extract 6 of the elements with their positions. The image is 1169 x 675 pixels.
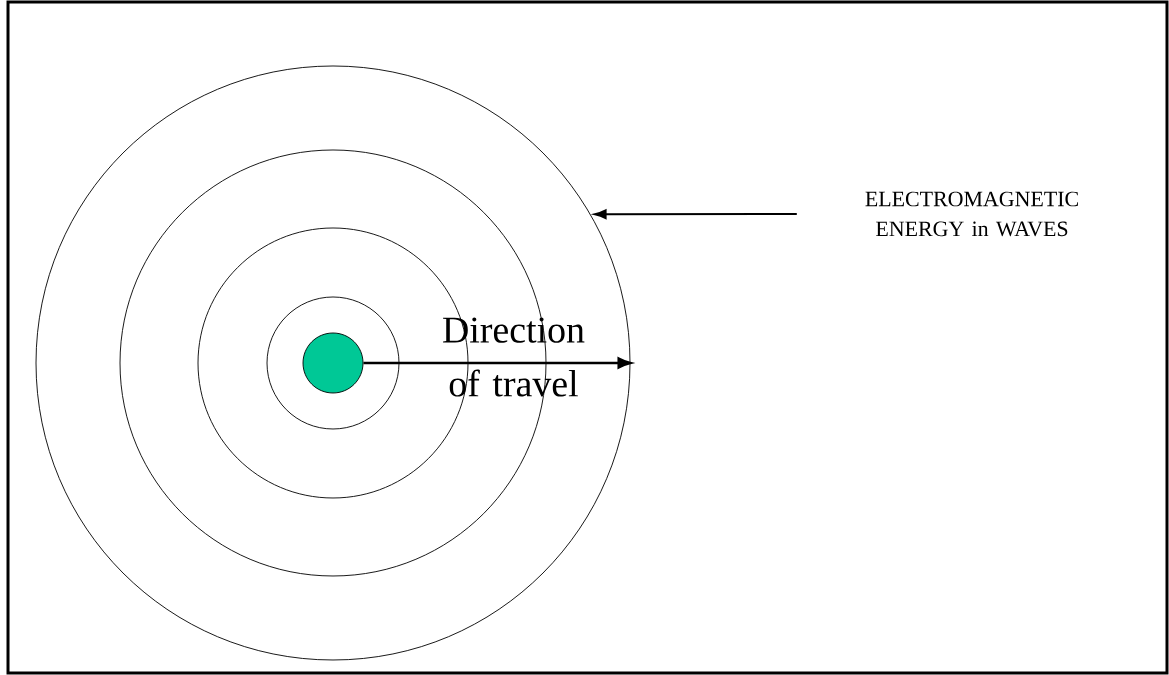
leader-arrow xyxy=(594,209,798,220)
direction-arrow xyxy=(363,357,632,369)
wave-circle xyxy=(266,296,400,430)
source-dot xyxy=(302,332,364,394)
wave-circle xyxy=(35,65,631,661)
callout-text: ELECTROMAGNETIC ENERGY in WAVES xyxy=(865,191,1078,237)
